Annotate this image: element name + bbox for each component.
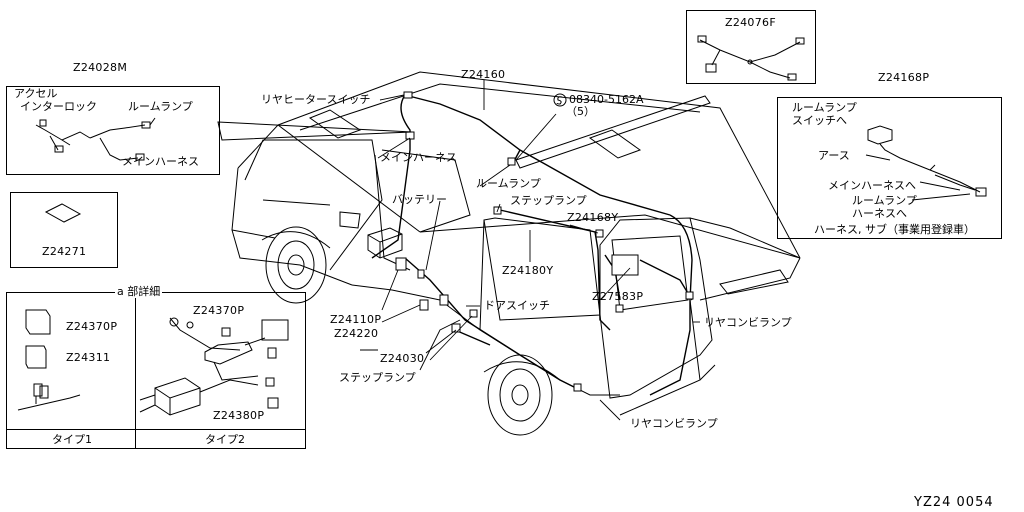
label-detail-title: a 部詳細 [115, 285, 163, 298]
label-rear-combi-lamp-2: リヤコンビランプ [630, 417, 718, 430]
label-room-lamp-switch-1: ルームランプ [792, 101, 857, 114]
part-code-z24180y: Z24180Y [502, 264, 554, 277]
van-wheels [261, 226, 561, 436]
label-harness-sub: ハーネス, サブ（事業用登録車） [814, 223, 975, 236]
z24168p-box [777, 97, 1002, 239]
label-main-harness-box: メインハーネス [122, 155, 199, 168]
label-type1: タイプ1 [52, 433, 92, 446]
detail-divider-vertical [135, 292, 136, 449]
part-code-z27583p: Z27583P [592, 290, 644, 303]
part-code-z24370p-type2: Z24370P [193, 304, 245, 317]
label-room-lamp-harness-1: ルームランプ [852, 194, 917, 207]
label-room-lamp-switch-2: スイッチへ [792, 114, 847, 127]
van-rear [599, 217, 801, 416]
label-bolt-code: 08340-5162A [569, 93, 644, 106]
van-roof [277, 71, 801, 259]
part-code-z24168y: Z24168Y [567, 211, 619, 224]
label-step-lamp-top: ステップランプ [510, 194, 587, 207]
part-code-z24311: Z24311 [66, 351, 111, 364]
label-type2: タイプ2 [205, 433, 245, 446]
wiring-harness [371, 94, 693, 396]
callout-sheets [217, 95, 711, 169]
part-code-z24168p: Z24168P [878, 71, 930, 84]
label-door-switch: ドアスイッチ [484, 299, 550, 312]
part-code-z24380p: Z24380P [213, 409, 265, 422]
detail-box [6, 292, 306, 449]
label-main-harness: メインハーネス [380, 151, 457, 164]
label-rear-combi-lamp-1: リヤコンビランプ [704, 316, 792, 329]
part-code-z24370p-type1: Z24370P [66, 320, 118, 333]
label-interlock: インターロック [20, 100, 97, 113]
part-code-z24220: Z24220 [334, 327, 379, 340]
part-code-z24076f: Z24076F [725, 16, 776, 29]
part-code-z24160: Z24160 [461, 68, 506, 81]
z24271-box [10, 192, 118, 268]
part-code-z24028m: Z24028M [73, 61, 128, 74]
part-code-z24110p: Z24110P [330, 313, 382, 326]
z24028m-box [6, 86, 220, 175]
part-code-z24271: Z24271 [42, 245, 87, 258]
connectors [395, 91, 694, 392]
z24168p-harness-drawing [865, 125, 987, 201]
label-earth: アース [818, 149, 850, 162]
battery [367, 227, 403, 259]
label-room-lamp-box: ルームランプ [128, 100, 193, 113]
label-step-lamp-bottom: ステップランプ [339, 371, 416, 384]
part-code-z24030: Z24030 [380, 352, 425, 365]
label-accel: アクセル [14, 87, 58, 100]
label-battery: バッテリー [392, 193, 447, 206]
label-room-lamp: ルームランプ [476, 177, 541, 190]
label-bolt-qty: （5） [566, 105, 595, 118]
detail-type2-drawing [139, 317, 289, 416]
z24028m-harness-drawing [35, 117, 156, 161]
z24271-pad [44, 203, 82, 223]
diagram-reference-code: YZ24 0054 [914, 495, 994, 510]
label-to-main-harness: メインハーネスへ [828, 179, 916, 192]
detail-type1-drawing [17, 309, 81, 411]
z24076f-box [686, 10, 816, 84]
bolt-s-symbol [553, 93, 567, 107]
detail-divider-horizontal [6, 429, 306, 430]
label-rear-heater-switch: リヤヒータースイッチ [261, 93, 371, 106]
z24076f-harness-drawing [697, 35, 805, 81]
label-room-lamp-harness-2: ハーネスへ [852, 207, 907, 220]
leader-lines [360, 80, 700, 421]
